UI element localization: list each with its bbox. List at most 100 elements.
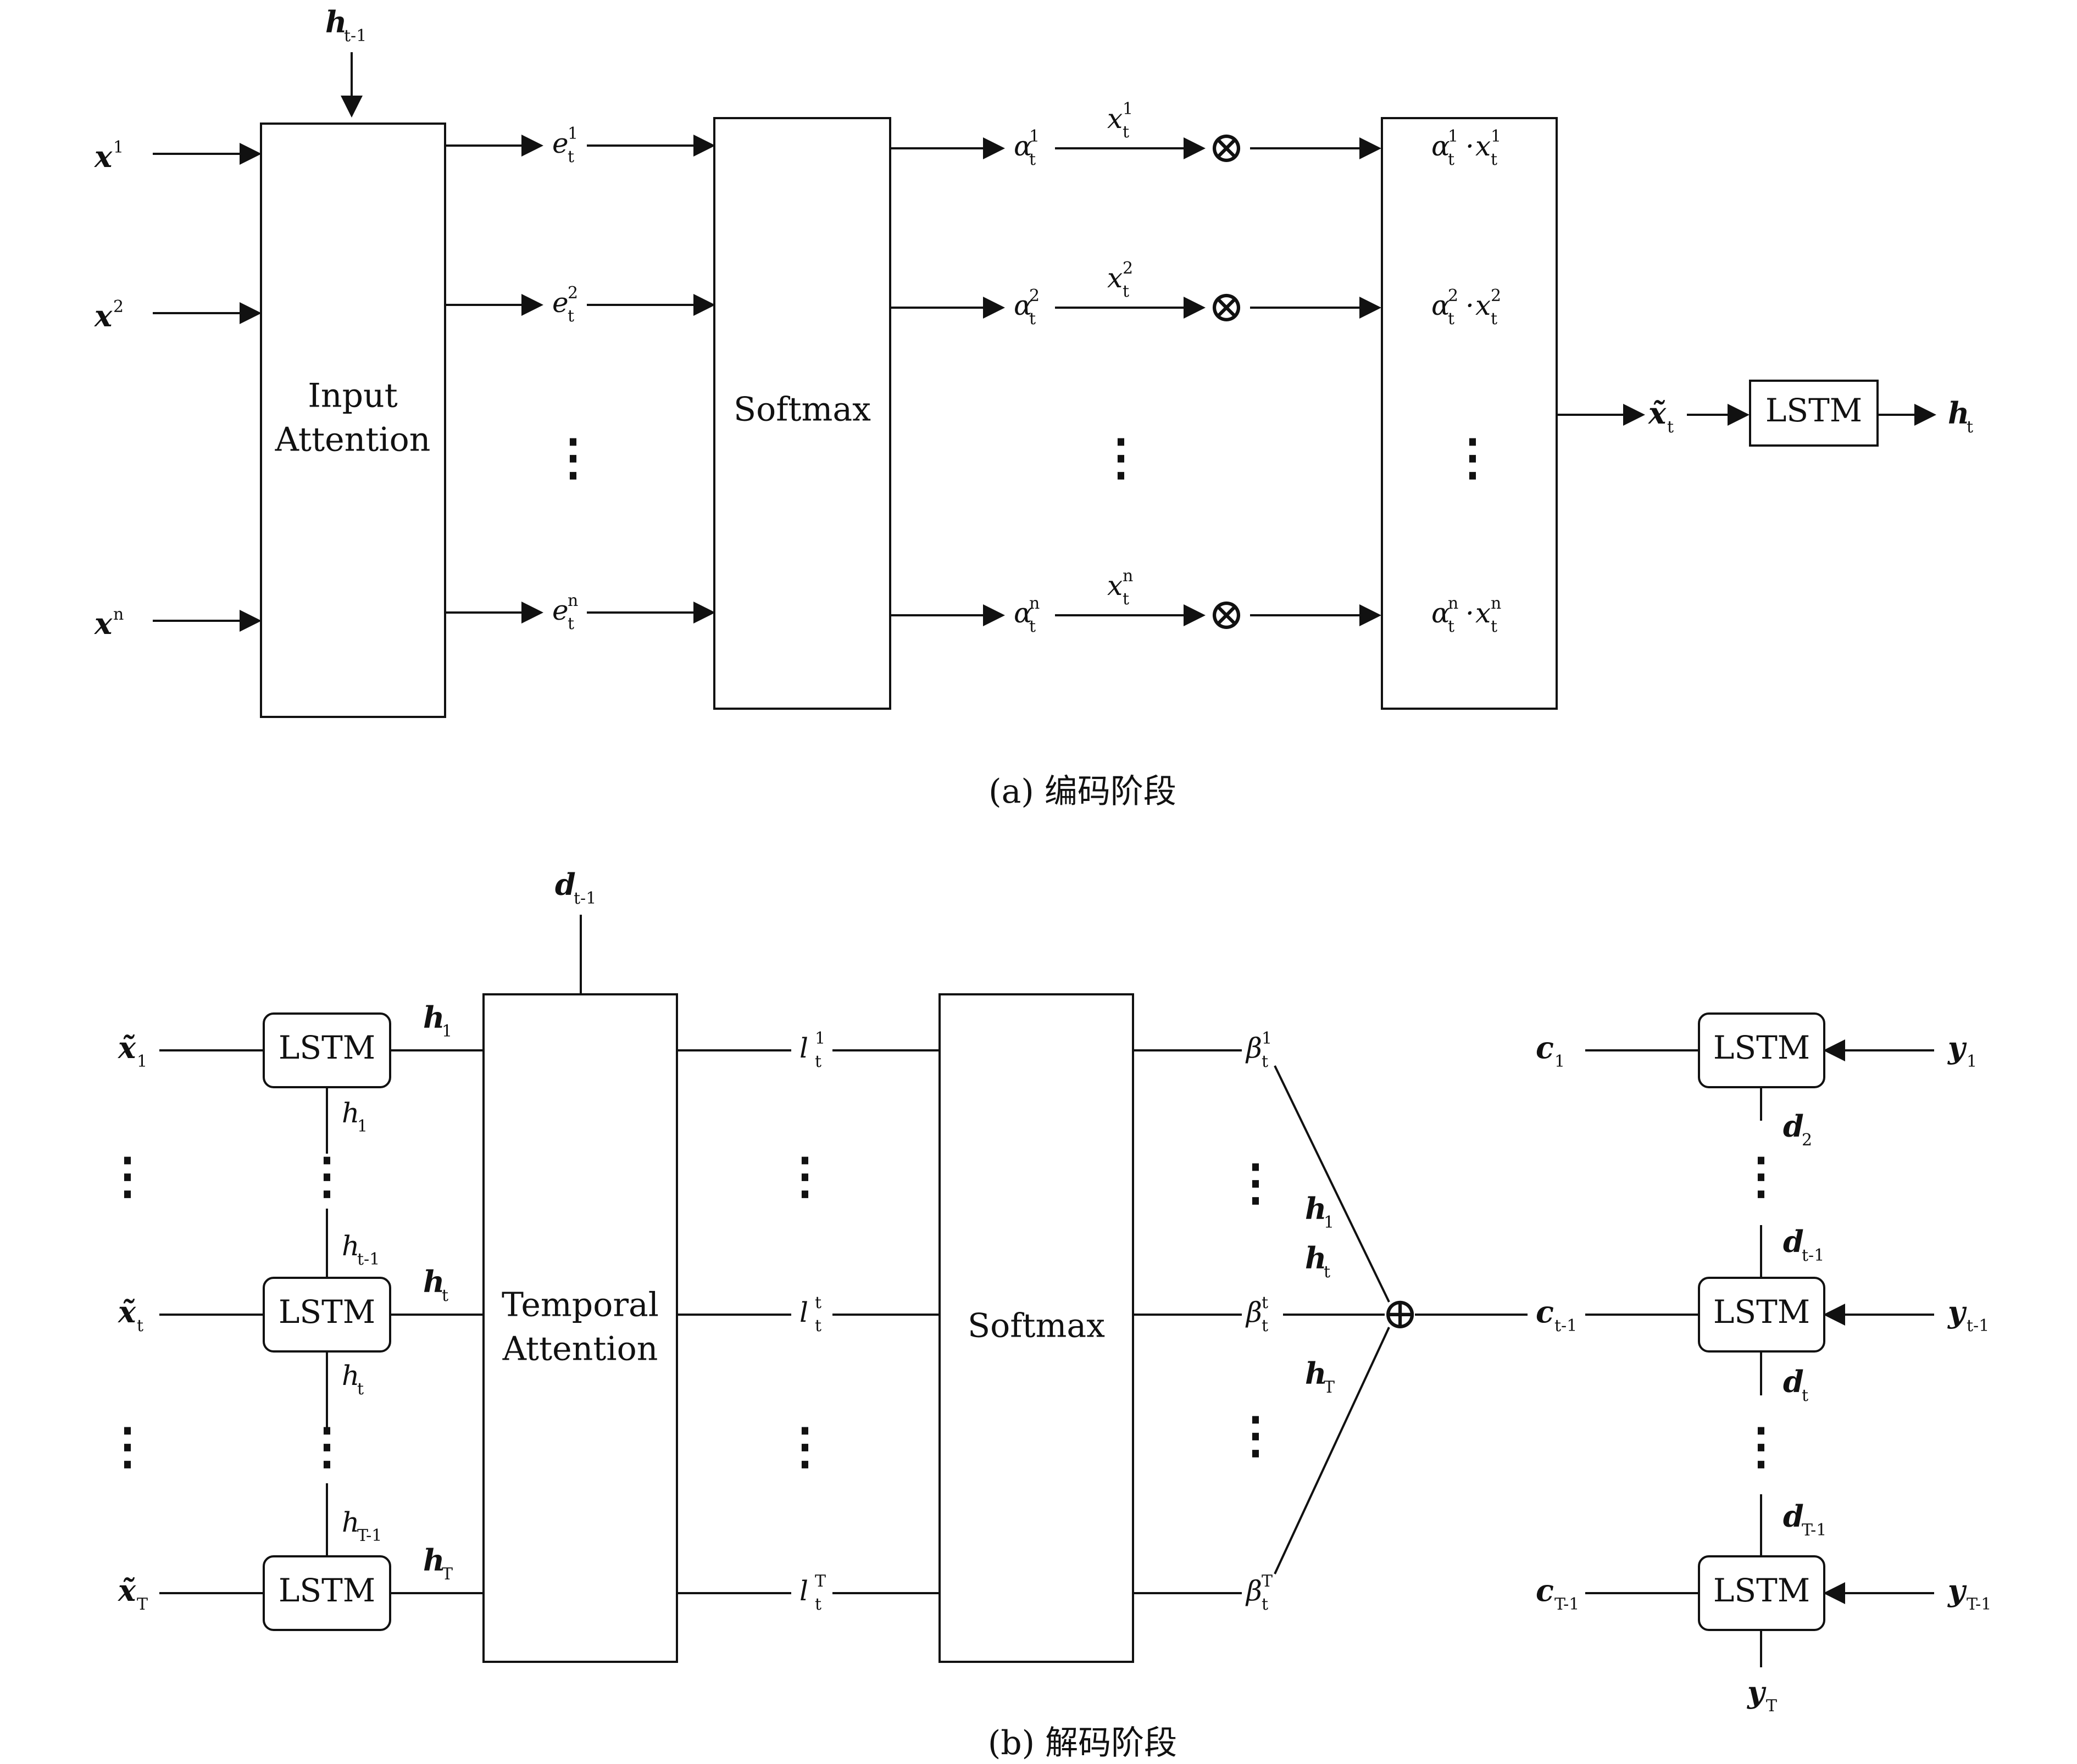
decoder-softmax-box [938, 993, 1134, 1663]
decoder-right-lstm-box-3 [1698, 1555, 1825, 1631]
decoder-score-dots-1: ⋮ [780, 1147, 830, 1205]
decoder-chain-h-2-sub: t-1 [357, 1250, 380, 1269]
decoder-state-4: d [1783, 1499, 1804, 1534]
decoder-score-3: l [799, 1575, 808, 1607]
decoder-lstm-label-3: LSTM [279, 1572, 375, 1609]
encoder-product-2-a-sub: t [1448, 309, 1454, 329]
decoder-hidden-bold-1-sub: 1 [442, 1022, 452, 1041]
encoder-weight-1-sub: t [1029, 150, 1036, 169]
decoder-weight-1-sub: t [1262, 1052, 1268, 1071]
decoder-input-2-sub: t [137, 1316, 143, 1335]
encoder-input-3-sup: n [113, 605, 124, 624]
encoder-product-3-x-sup: n [1491, 594, 1501, 613]
decoder-chain-dots-1: ⋮ [302, 1147, 352, 1205]
encoder-feature-2-sub: t [1123, 282, 1129, 301]
encoder-product-2-x-sub: t [1491, 309, 1497, 329]
decoder-target-2-sub: t-1 [1967, 1316, 1989, 1335]
decoder-right-lstm-label-3: LSTM [1713, 1572, 1810, 1609]
decoder-final-output: y [1747, 1674, 1767, 1710]
decoder-target-3: y [1947, 1573, 1967, 1608]
decoder-sum-input-3: h [1305, 1356, 1326, 1391]
decoder-score-1-sub: t [815, 1052, 821, 1071]
decoder-input-dots-1: ⋮ [103, 1147, 152, 1205]
decoder-context-1: c [1536, 1030, 1554, 1065]
encoder-weighted-input: x̃ [1648, 396, 1667, 431]
encoder-score-3-sub: t [568, 614, 574, 633]
decoder-score-1-sup: 1 [815, 1029, 825, 1048]
encoder-weight-3-sub: t [1029, 617, 1036, 636]
encoder-product-box [1381, 117, 1558, 710]
decoder-chain-h-2: h [342, 1230, 359, 1262]
encoder-score-1-sub: t [568, 147, 574, 166]
decoder-lstm-label-1: LSTM [279, 1029, 375, 1066]
temporal-attention-label-line2: Attention [502, 1330, 658, 1368]
decoder-state-3-sub: t [1802, 1386, 1808, 1405]
encoder-product-2-a: α [1431, 290, 1450, 321]
decoder-sum-input-3-sub: T [1324, 1378, 1335, 1397]
decoder-score-2-sub: t [815, 1316, 821, 1335]
decoder-lstm-label-2: LSTM [279, 1293, 375, 1331]
encoder-feature-1: x [1107, 103, 1123, 135]
decoder-weight-1-sup: 1 [1262, 1029, 1272, 1048]
decoder-state-3: d [1783, 1364, 1804, 1399]
encoder-weighted-input-sub: t [1667, 418, 1674, 437]
decoder-chain-h-4-sub: T-1 [357, 1526, 382, 1545]
decoder-context-2: c [1536, 1294, 1554, 1329]
encoder-output-sub: t [1967, 418, 1973, 437]
encoder-product-2-x: x [1475, 290, 1491, 321]
encoder-feature-3: x [1107, 570, 1123, 602]
decoder-score-3-sup: T [815, 1572, 826, 1591]
decoder-chain-h-4: h [342, 1506, 359, 1538]
decoder-chain-dots-2: ⋮ [302, 1417, 352, 1476]
decoder-state-dots-2: ⋮ [1736, 1417, 1786, 1476]
encoder-softmax-box [713, 117, 891, 710]
input-attention-box [260, 123, 446, 718]
encoder-prev-hidden: h [325, 4, 347, 40]
encoder-lstm-box [1749, 380, 1879, 447]
encoder-product-3-x: x [1475, 597, 1491, 629]
decoder-weight-1: β [1245, 1032, 1262, 1064]
encoder-product-1-dot: · [1465, 130, 1474, 162]
encoder-score-2: e [552, 287, 569, 319]
encoder-weight-dots: ⋮ [1096, 429, 1146, 487]
decoder-state-1-sub: 2 [1802, 1131, 1812, 1150]
decoder-score-1: l [799, 1032, 808, 1064]
decoder-weight-2: β [1245, 1296, 1262, 1328]
decoder-hidden-bold-3-sub: T [442, 1565, 453, 1584]
decoder-target-1-sub: 1 [1967, 1052, 1977, 1071]
encoder-product-3-a-sup: n [1448, 594, 1458, 613]
encoder-product-1-x-sup: 1 [1491, 127, 1501, 146]
decoder-final-output-sub: T [1766, 1696, 1777, 1716]
encoder-product-3-a: α [1431, 597, 1450, 629]
encoder-score-3: e [552, 594, 569, 626]
encoder-score-2-sub: t [568, 307, 574, 326]
encoder-product-1-a-sub: t [1448, 150, 1454, 169]
decoder-weight-dots-2: ⋮ [1231, 1406, 1280, 1465]
decoder-sum-input-2-sub: t [1324, 1262, 1330, 1282]
decoder-context-1-sub: 1 [1554, 1052, 1565, 1071]
encoder-product-1-x: x [1475, 130, 1491, 162]
decoder-weight-3: β [1245, 1575, 1262, 1607]
encoder-weight-3-sup: n [1029, 594, 1040, 613]
encoder-score-3-sup: n [568, 591, 578, 610]
sum-icon: ⊕ [1381, 1288, 1418, 1339]
decoder-sum-line-1 [1274, 1065, 1390, 1303]
decoder-hidden-bold-2-sub: t [442, 1286, 448, 1305]
temporal-attention-label-line1: Temporal [502, 1286, 659, 1325]
decoder-context-3-sub: T-1 [1554, 1595, 1579, 1614]
decoder-chain-h-3: h [342, 1360, 359, 1392]
encoder-product-dots: ⋮ [1448, 429, 1497, 487]
caption-encoder: (a) 编码阶段 [988, 772, 1176, 811]
encoder-weight-2-sup: 2 [1029, 286, 1040, 305]
decoder-hidden-bold-1: h [423, 1000, 445, 1035]
decoder-context-2-sub: t-1 [1554, 1316, 1577, 1335]
decoder-input-1-sub: 1 [137, 1052, 147, 1071]
encoder-feature-1-sup: 1 [1123, 99, 1133, 119]
decoder-lstm-box-1 [263, 1012, 391, 1088]
encoder-prev-hidden-sub: t-1 [344, 26, 366, 46]
encoder-weight-1: α [1014, 130, 1032, 162]
encoder-softmax-label: Softmax [734, 391, 871, 429]
decoder-hidden-bold-3: h [423, 1543, 445, 1578]
decoder-target-3-sub: T-1 [1967, 1595, 1991, 1614]
